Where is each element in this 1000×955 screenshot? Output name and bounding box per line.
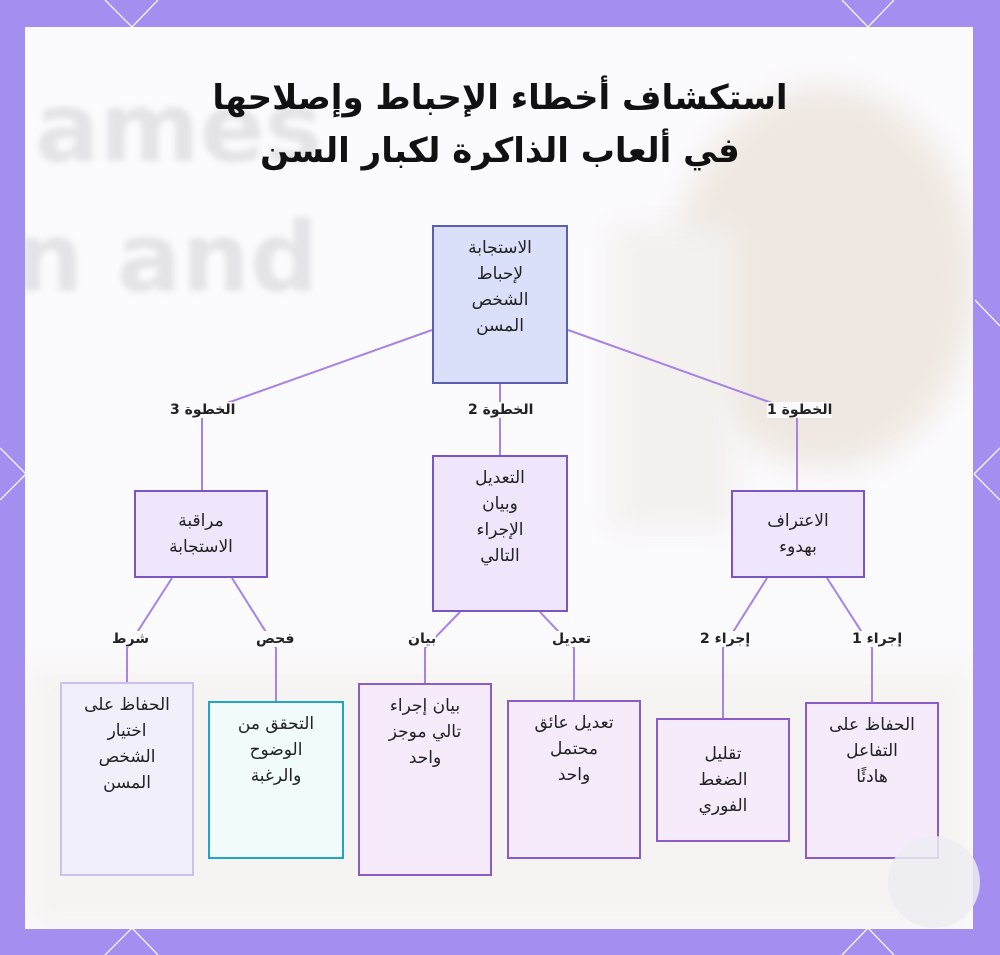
leaf-node-preserve-choice-label: الحفاظ على اختيار الشخص المسن xyxy=(84,695,170,793)
connector-step-2-leaf-3 xyxy=(539,611,575,700)
connector-step-1-leaf-1 xyxy=(826,577,873,702)
leaf-node-adjust-barrier: تعديل عائق محتمل واحد xyxy=(507,700,641,859)
step-node-monitor: مراقبة الاستجابة xyxy=(134,490,268,578)
step-node-acknowledge-label: الاعتراف بهدوء xyxy=(767,511,829,557)
root-node-label: الاستجابة لإحباط الشخص المسن xyxy=(468,238,532,336)
watermark-badge-icon xyxy=(888,836,980,928)
diagram-title-line-2: في ألعاب الذاكرة لكبار السن xyxy=(260,131,740,171)
background-word-1: ames xyxy=(35,72,323,184)
leaf-node-state-next-step: بيان إجراء تالي موجز واحد xyxy=(358,683,492,876)
leaf-node-reduce-pressure: تقليل الضغط الفوري xyxy=(656,718,790,842)
connector-step-1-leaf-2 xyxy=(722,577,768,718)
step-node-monitor-label: مراقبة الاستجابة xyxy=(169,511,233,557)
leaf-node-check-clarity: التحقق من الوضوح والرغبة xyxy=(208,701,344,859)
edge-label-leaf-5: فحص xyxy=(256,631,295,647)
root-node: الاستجابة لإحباط الشخص المسن xyxy=(432,225,568,384)
edge-label-leaf-4: بيان xyxy=(408,631,437,647)
connector-step-2-leaf-4 xyxy=(424,611,461,683)
edge-label-leaf-6: شرط xyxy=(112,631,150,647)
connector-root-step-3 xyxy=(201,329,433,490)
connector-step-3-leaf-6 xyxy=(126,577,173,682)
leaf-node-reduce-pressure-label: تقليل الضغط الفوري xyxy=(698,744,748,816)
leaf-node-state-next-step-label: بيان إجراء تالي موجز واحد xyxy=(388,696,462,768)
connector-step-3-leaf-5 xyxy=(231,577,277,701)
background-word-2: n and xyxy=(25,202,319,314)
leaf-node-check-clarity-label: التحقق من الوضوح والرغبة xyxy=(237,714,315,786)
edge-label-leaf-2: إجراء 2 xyxy=(700,631,751,647)
edge-label-step-1: الخطوة 1 xyxy=(767,402,833,418)
edge-label-leaf-3: تعديل xyxy=(552,631,591,647)
leaf-node-keep-calm: الحفاظ على التفاعل هادئًا xyxy=(805,702,939,859)
leaf-node-preserve-choice: الحفاظ على اختيار الشخص المسن xyxy=(60,682,194,876)
leaf-node-adjust-barrier-label: تعديل عائق محتمل واحد xyxy=(534,713,614,785)
step-node-adjust: التعديل وبيان الإجراء التالي xyxy=(432,455,568,612)
connector-root-step-1 xyxy=(567,329,798,490)
step-node-adjust-label: التعديل وبيان الإجراء التالي xyxy=(475,468,525,566)
leaf-node-keep-calm-label: الحفاظ على التفاعل هادئًا xyxy=(829,715,915,787)
edge-label-leaf-1: إجراء 1 xyxy=(852,631,903,647)
background-photo-shade xyxy=(615,227,735,527)
diagram-title-line-1: استكشاف أخطاء الإحباط وإصلاحها xyxy=(212,78,788,118)
step-node-acknowledge: الاعتراف بهدوء xyxy=(731,490,865,578)
edge-label-step-2: الخطوة 2 xyxy=(468,402,534,418)
edge-label-step-3: الخطوة 3 xyxy=(170,402,236,418)
